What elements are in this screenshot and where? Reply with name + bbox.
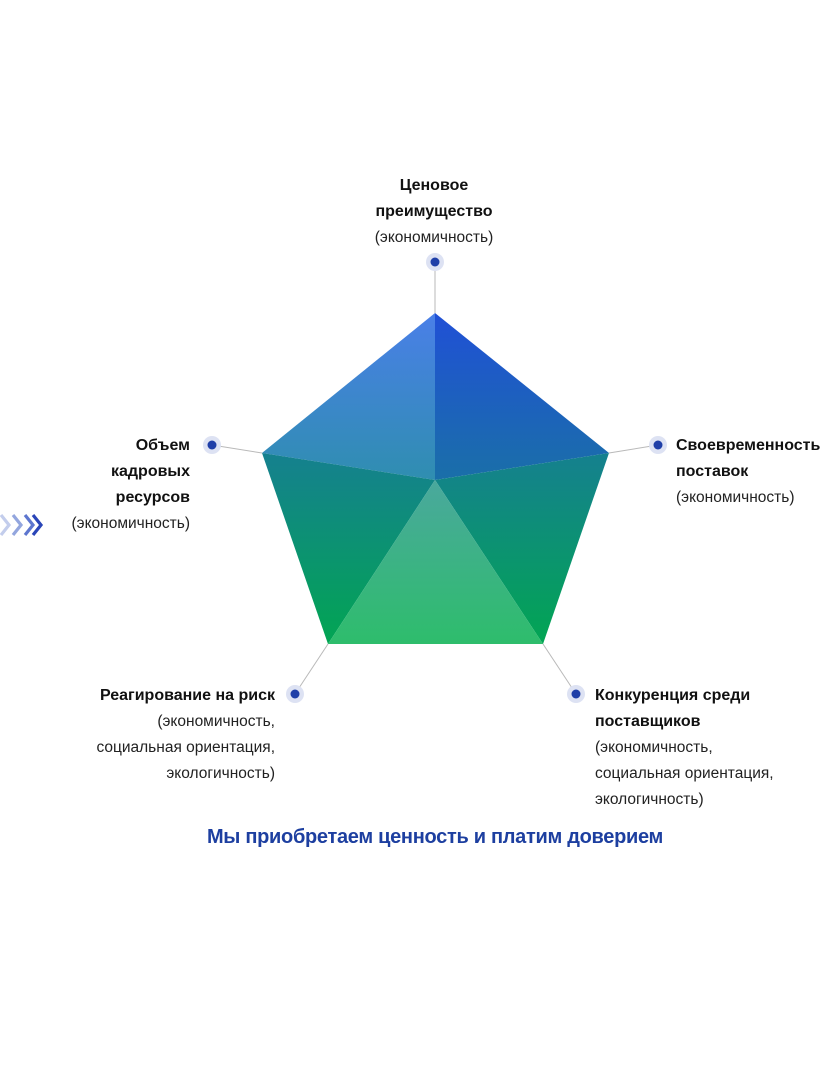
segment-right [435, 453, 609, 644]
axis-label-right: Своевременность поставок (экономичность) [676, 433, 830, 511]
segment-bottom [328, 480, 543, 644]
connector-line-bottom-left [294, 643, 329, 695]
axis-dot-right [649, 436, 667, 454]
axis-title-line: поставок [676, 463, 749, 480]
axis-title-line: преимущество [375, 203, 493, 220]
tagline: Мы приобретаем ценность и платим доверие… [206, 826, 664, 848]
axis-dot-top [426, 253, 444, 271]
axis-label-left: Объем кадровых ресурсов (экономичность) [40, 433, 190, 537]
segment-left [262, 453, 435, 644]
segment-top-left [262, 313, 435, 480]
axis-dot-bottom-left [286, 685, 304, 703]
axis-subtitle-line: (экономичность) [676, 489, 795, 506]
axis-label-bottom-right: Конкуренция среди поставщиков (экономичн… [595, 683, 825, 813]
axis-title-line: кадровых [110, 463, 190, 480]
axis-title-line: Конкуренция среди [595, 687, 751, 704]
segment-top-right [435, 313, 609, 480]
axis-title-line: Ценовое [399, 177, 469, 194]
axis-subtitle-line: (экономичность) [374, 229, 494, 246]
axis-subtitle-line: (экономичность) [71, 515, 190, 532]
axis-label-top: Ценовое преимущество (экономичность) [334, 173, 534, 251]
axis-subtitle-line: социальная ориентация, [595, 765, 774, 782]
axis-subtitle-line: (экономичность, [157, 713, 275, 730]
axis-title-line: Реагирование на риск [99, 687, 275, 704]
axis-title-line: поставщиков [595, 713, 701, 730]
axis-subtitle-line: социальная ориентация, [96, 739, 275, 756]
axis-label-bottom-left: Реагирование на риск (экономичность, соц… [60, 683, 275, 787]
axis-subtitle-line: экологичность) [595, 791, 704, 808]
chevron-right-icon [0, 514, 44, 536]
axis-subtitle-line: (экономичность, [595, 739, 713, 756]
axis-title-line: Своевременность [676, 437, 821, 454]
axis-title-line: Объем [135, 437, 190, 454]
connector-line-bottom-right [542, 643, 577, 695]
axis-dot-bottom-right [567, 685, 585, 703]
axis-dot-left [203, 436, 221, 454]
axis-subtitle-line: экологичность) [166, 765, 275, 782]
axis-title-line: ресурсов [115, 489, 190, 506]
